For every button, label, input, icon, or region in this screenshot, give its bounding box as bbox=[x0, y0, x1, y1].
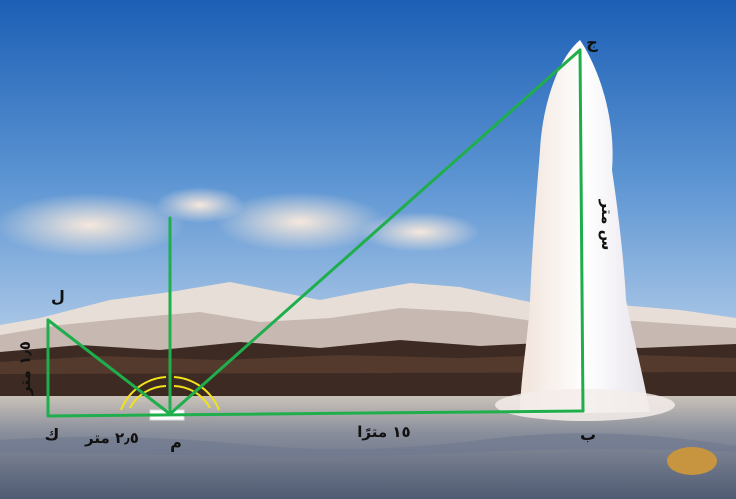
label-point-geyser-base: ب bbox=[580, 425, 596, 444]
triangle-lines bbox=[46, 48, 585, 418]
clouds bbox=[0, 187, 480, 257]
label-point-mirror: م bbox=[170, 433, 182, 452]
label-point-observer-foot: ك bbox=[45, 425, 60, 444]
geyser-steam bbox=[520, 40, 650, 414]
angle-arc-left-inner bbox=[129, 385, 167, 409]
label-point-observer-eye: ل bbox=[51, 287, 65, 306]
reflection-line-to-top bbox=[168, 48, 582, 416]
sky bbox=[0, 0, 736, 330]
angle-arc-left-outer bbox=[120, 376, 167, 411]
geyser-height-line bbox=[578, 48, 585, 413]
label-geyser-height: س متر bbox=[598, 199, 616, 251]
label-mirror-to-geyser: ١٥ مترًا bbox=[357, 423, 410, 441]
geyser-base-steam bbox=[495, 389, 675, 421]
ground-line bbox=[46, 409, 585, 418]
sight-line-to-mirror bbox=[46, 318, 172, 416]
label-observer-to-mirror: ٢٫٥ متر bbox=[84, 429, 139, 447]
label-point-top: ج bbox=[586, 33, 598, 52]
label-observer-height: ١٫٥ متر bbox=[16, 341, 34, 396]
ground-ripples bbox=[0, 433, 736, 457]
rock bbox=[667, 447, 717, 475]
